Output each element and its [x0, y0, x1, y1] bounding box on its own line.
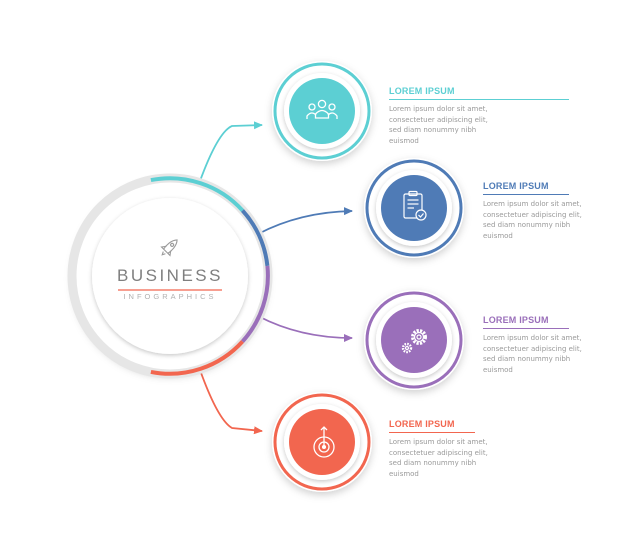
step-4-line-2: consectetuer adipiscing elit, [389, 448, 488, 457]
step-3-line-3: sed diam nonummy nibh [483, 355, 571, 363]
hub-subtitle: INFOGRAPHICS [123, 292, 217, 301]
step-3-description: Lorem ipsum dolor sit amet, consectetuer… [483, 333, 626, 375]
connector-step-2 [257, 207, 353, 235]
step-1-badge [272, 61, 372, 161]
step-2-text: LOREM IPSUM Lorem ipsum dolor sit amet, … [483, 181, 623, 241]
step-1-line-3: sed diam nonummy nibh [389, 126, 477, 134]
step-2-line-2: consectetuer adipiscing elit, [483, 210, 582, 219]
step-2-title: LOREM IPSUM [483, 181, 569, 195]
central-hub [67, 173, 273, 379]
hub-arc-step-3 [241, 265, 270, 343]
step-4-title: LOREM IPSUM [389, 419, 475, 433]
step-3-line-2: consectetuer adipiscing elit, [483, 344, 582, 353]
step-2-line-4: euismod [483, 231, 513, 240]
step-1-line-4: euismod [389, 136, 419, 145]
step-2-line-3: sed diam nonummy nibh [483, 221, 571, 229]
step-1-line-1: Lorem ipsum dolor sit amet, [389, 105, 488, 113]
connector-step-4 [199, 369, 263, 435]
team-icon [306, 99, 338, 119]
connector-step-3 [257, 315, 353, 342]
step-3-title: LOREM IPSUM [483, 315, 569, 329]
step-1-description: Lorem ipsum dolor sit amet, consectetuer… [389, 104, 564, 146]
step-1-text: LOREM IPSUM Lorem ipsum dolor sit amet, … [389, 86, 579, 146]
step-1-line-2: consectetuer adipiscing elit, [389, 115, 488, 124]
step-4-line-4: euismod [389, 469, 419, 478]
step-3-text: LOREM IPSUM Lorem ipsum dolor sit amet, … [483, 315, 623, 375]
connectors [199, 121, 353, 435]
rocket-icon [160, 239, 178, 257]
step-3-badge [364, 290, 464, 390]
step-3-line-4: euismod [483, 365, 513, 374]
target-icon [313, 426, 335, 458]
connector-step-1 [199, 121, 263, 182]
step-2-description: Lorem ipsum dolor sit amet, consectetuer… [483, 199, 626, 241]
step-4-line-3: sed diam nonummy nibh [389, 459, 477, 467]
step-2-badge [364, 158, 464, 258]
step-2-line-1: Lorem ipsum dolor sit amet, [483, 200, 582, 208]
step-4-line-1: Lorem ipsum dolor sit amet, [389, 438, 488, 446]
hub-arc-step-2 [241, 209, 270, 267]
clipboard-check-icon [403, 190, 427, 221]
step-1-title: LOREM IPSUM [389, 86, 569, 100]
step-4-text: LOREM IPSUM Lorem ipsum dolor sit amet, … [389, 419, 579, 479]
hub-arc-step-4 [150, 340, 244, 376]
step-4-badge [272, 392, 372, 492]
gears-icon [401, 329, 427, 354]
hub-arc-step-1 [150, 176, 244, 212]
step-4-description: Lorem ipsum dolor sit amet, consectetuer… [389, 437, 564, 479]
hub-title: BUSINESS [117, 266, 223, 285]
step-3-line-1: Lorem ipsum dolor sit amet, [483, 334, 582, 342]
